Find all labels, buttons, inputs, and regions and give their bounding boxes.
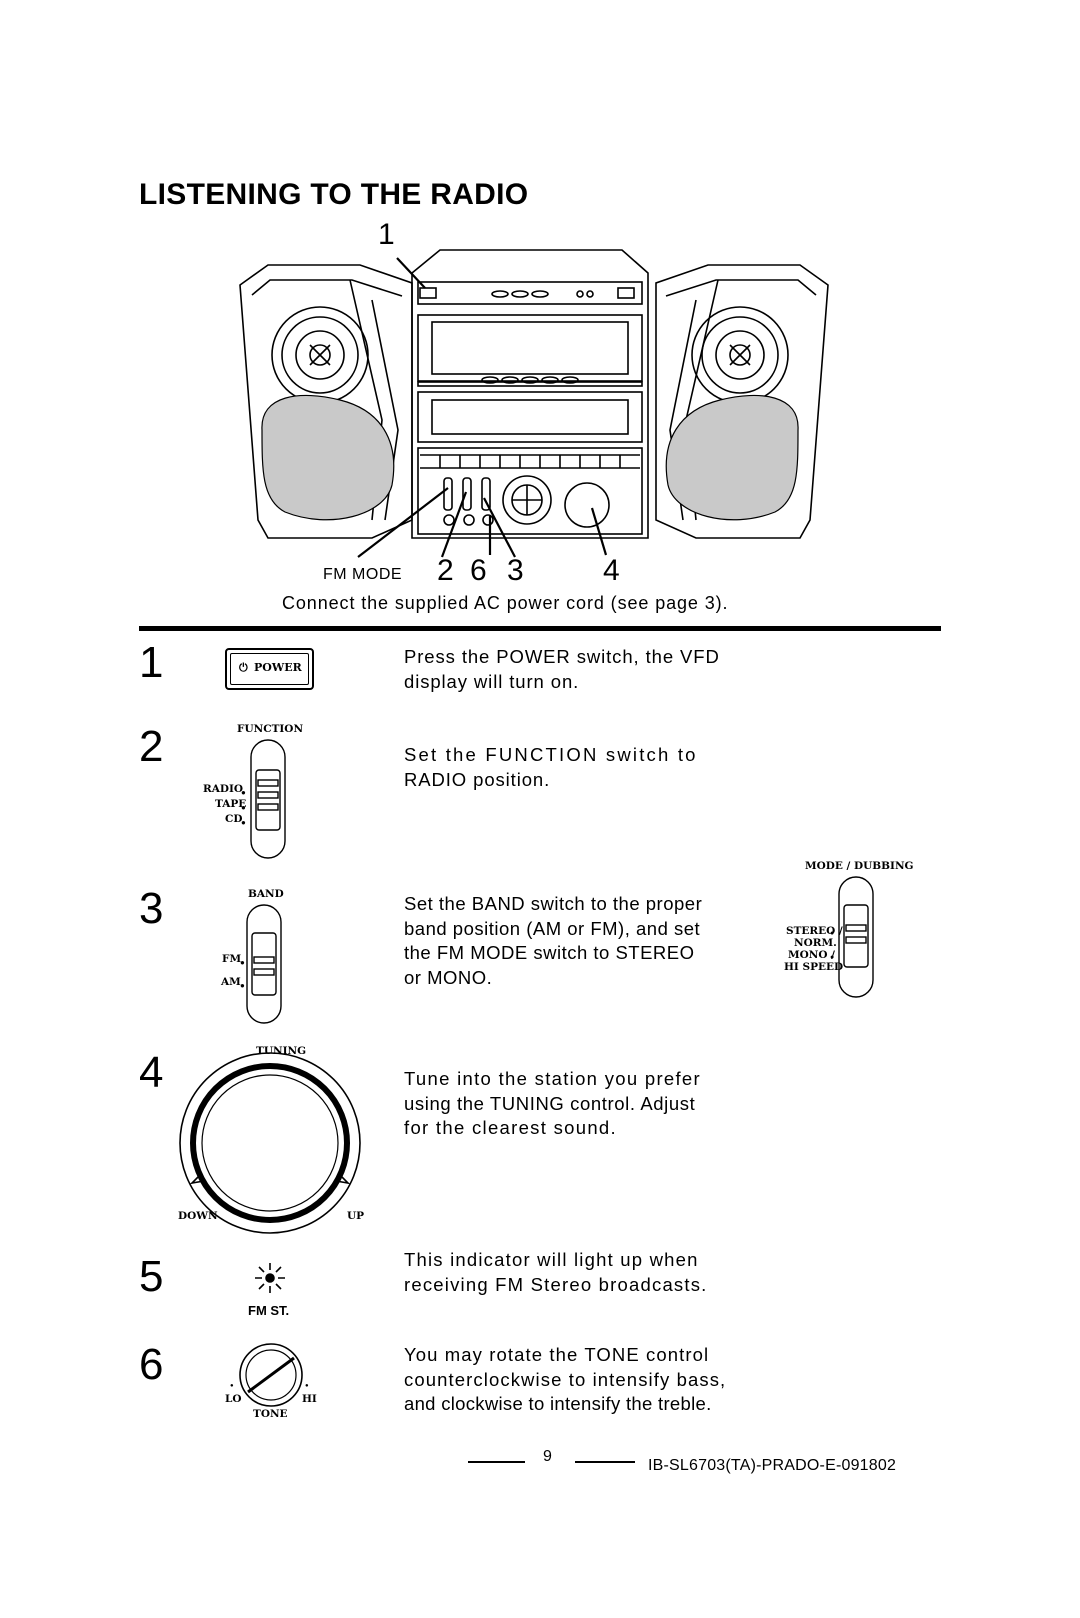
- callout-6: 6: [470, 554, 487, 587]
- step-3-line: Set the BAND switch to the proper: [404, 893, 703, 914]
- option-hi-speed: HI SPEED: [784, 961, 844, 973]
- step-3-line: the FM MODE switch to STEREO: [404, 942, 695, 963]
- bullet: ●: [240, 981, 245, 990]
- down-label: DOWN: [178, 1210, 218, 1222]
- bullet: ●: [241, 818, 246, 827]
- bullet: ●: [230, 1383, 234, 1389]
- page-title: LISTENING TO THE RADIO: [139, 178, 529, 211]
- step-6-line: You may rotate the TONE control: [404, 1344, 710, 1365]
- lo-label: LO: [225, 1393, 242, 1405]
- band-label: BAND: [248, 888, 284, 900]
- callout-3: 3: [507, 554, 524, 587]
- document-id: IB-SL6703(TA)-PRADO-E-091802: [648, 1457, 897, 1474]
- option-radio: RADIO: [203, 783, 244, 795]
- bullet: ●: [241, 803, 246, 812]
- divider: [139, 626, 941, 631]
- step-3-number: 3: [139, 884, 164, 933]
- tone-label: TONE: [253, 1408, 288, 1420]
- connect-instruction: Connect the supplied AC power cord (see …: [282, 593, 729, 613]
- function-switch-icon: [250, 739, 286, 859]
- power-icon: ⏻: [239, 661, 248, 674]
- step-2-number: 2: [139, 722, 164, 771]
- footer-rule-right: [575, 1461, 635, 1463]
- step-5-text: This indicator will light up when receiv…: [404, 1248, 744, 1297]
- callout-2: 2: [437, 554, 454, 587]
- step-6-text: You may rotate the TONE control counterc…: [404, 1343, 764, 1417]
- fm-st-label: FM ST.: [248, 1303, 290, 1318]
- step-1-line: display will turn on.: [404, 670, 580, 692]
- step-2-line: RADIO position.: [404, 768, 551, 790]
- stereo-system-illustration: [239, 249, 829, 558]
- step-6-line: counterclockwise to intensify bass,: [404, 1368, 727, 1390]
- fm-stereo-indicator-icon: [255, 1263, 285, 1293]
- bullet: ●: [305, 1383, 309, 1389]
- tone-knob-icon: [239, 1343, 303, 1407]
- footer-rule-left: [468, 1461, 525, 1463]
- option-norm: NORM.: [794, 937, 837, 949]
- power-button: ⏻ POWER: [225, 648, 314, 690]
- step-5-line: receiving FM Stereo broadcasts.: [404, 1273, 708, 1295]
- option-fm: FM: [222, 953, 242, 965]
- function-label: FUNCTION: [237, 723, 304, 735]
- step-6-number: 6: [139, 1340, 164, 1389]
- tuning-knob-icon: [179, 1052, 361, 1234]
- bullet: ●: [830, 954, 835, 961]
- callout-4: 4: [603, 554, 620, 587]
- step-6-line: and clockwise to intensify the treble.: [404, 1393, 712, 1414]
- power-label: POWER: [254, 661, 302, 674]
- callout-1: 1: [378, 218, 395, 251]
- option-stereo: STEREO /: [786, 925, 843, 937]
- step-1-line: Press the POWER switch, the VFD: [404, 646, 720, 667]
- step-3-line: band position (AM or FM), and set: [404, 917, 701, 939]
- page-number: 9: [543, 1448, 552, 1465]
- mode-dubbing-label: MODE / DUBBING: [805, 860, 914, 872]
- step-1-number: 1: [139, 638, 164, 687]
- tuning-label: TUNING: [256, 1045, 307, 1057]
- step-4-line: for the clearest sound.: [404, 1117, 617, 1138]
- option-mono: MONO /: [788, 949, 836, 961]
- fm-mode-label: FM MODE: [323, 566, 403, 583]
- bullet: ●: [240, 958, 245, 967]
- step-4-line: Tune into the station you prefer: [404, 1068, 701, 1089]
- bullet: ●: [830, 930, 835, 937]
- band-switch-icon: [246, 904, 282, 1024]
- option-tape: TAPE: [215, 798, 247, 810]
- step-4-number: 4: [139, 1048, 164, 1097]
- step-3-text: Set the BAND switch to the proper band p…: [404, 892, 744, 990]
- step-3-line: or MONO.: [404, 966, 493, 988]
- step-1-text: Press the POWER switch, the VFD display …: [404, 645, 744, 694]
- step-5-line: This indicator will light up when: [404, 1249, 699, 1270]
- step-5-number: 5: [139, 1252, 164, 1301]
- option-am: AM: [221, 976, 241, 988]
- step-2-line: Set the FUNCTION switch to: [404, 744, 698, 765]
- mode-dubbing-switch-icon: [838, 876, 874, 998]
- step-4-text: Tune into the station you prefer using t…: [404, 1067, 744, 1141]
- bullet: ●: [241, 788, 246, 797]
- up-label: UP: [347, 1210, 365, 1222]
- step-2-text: Set the FUNCTION switch to RADIO positio…: [404, 743, 744, 792]
- option-cd: CD: [225, 813, 243, 825]
- step-4-line: using the TUNING control. Adjust: [404, 1092, 696, 1114]
- hi-label: HI: [302, 1393, 317, 1405]
